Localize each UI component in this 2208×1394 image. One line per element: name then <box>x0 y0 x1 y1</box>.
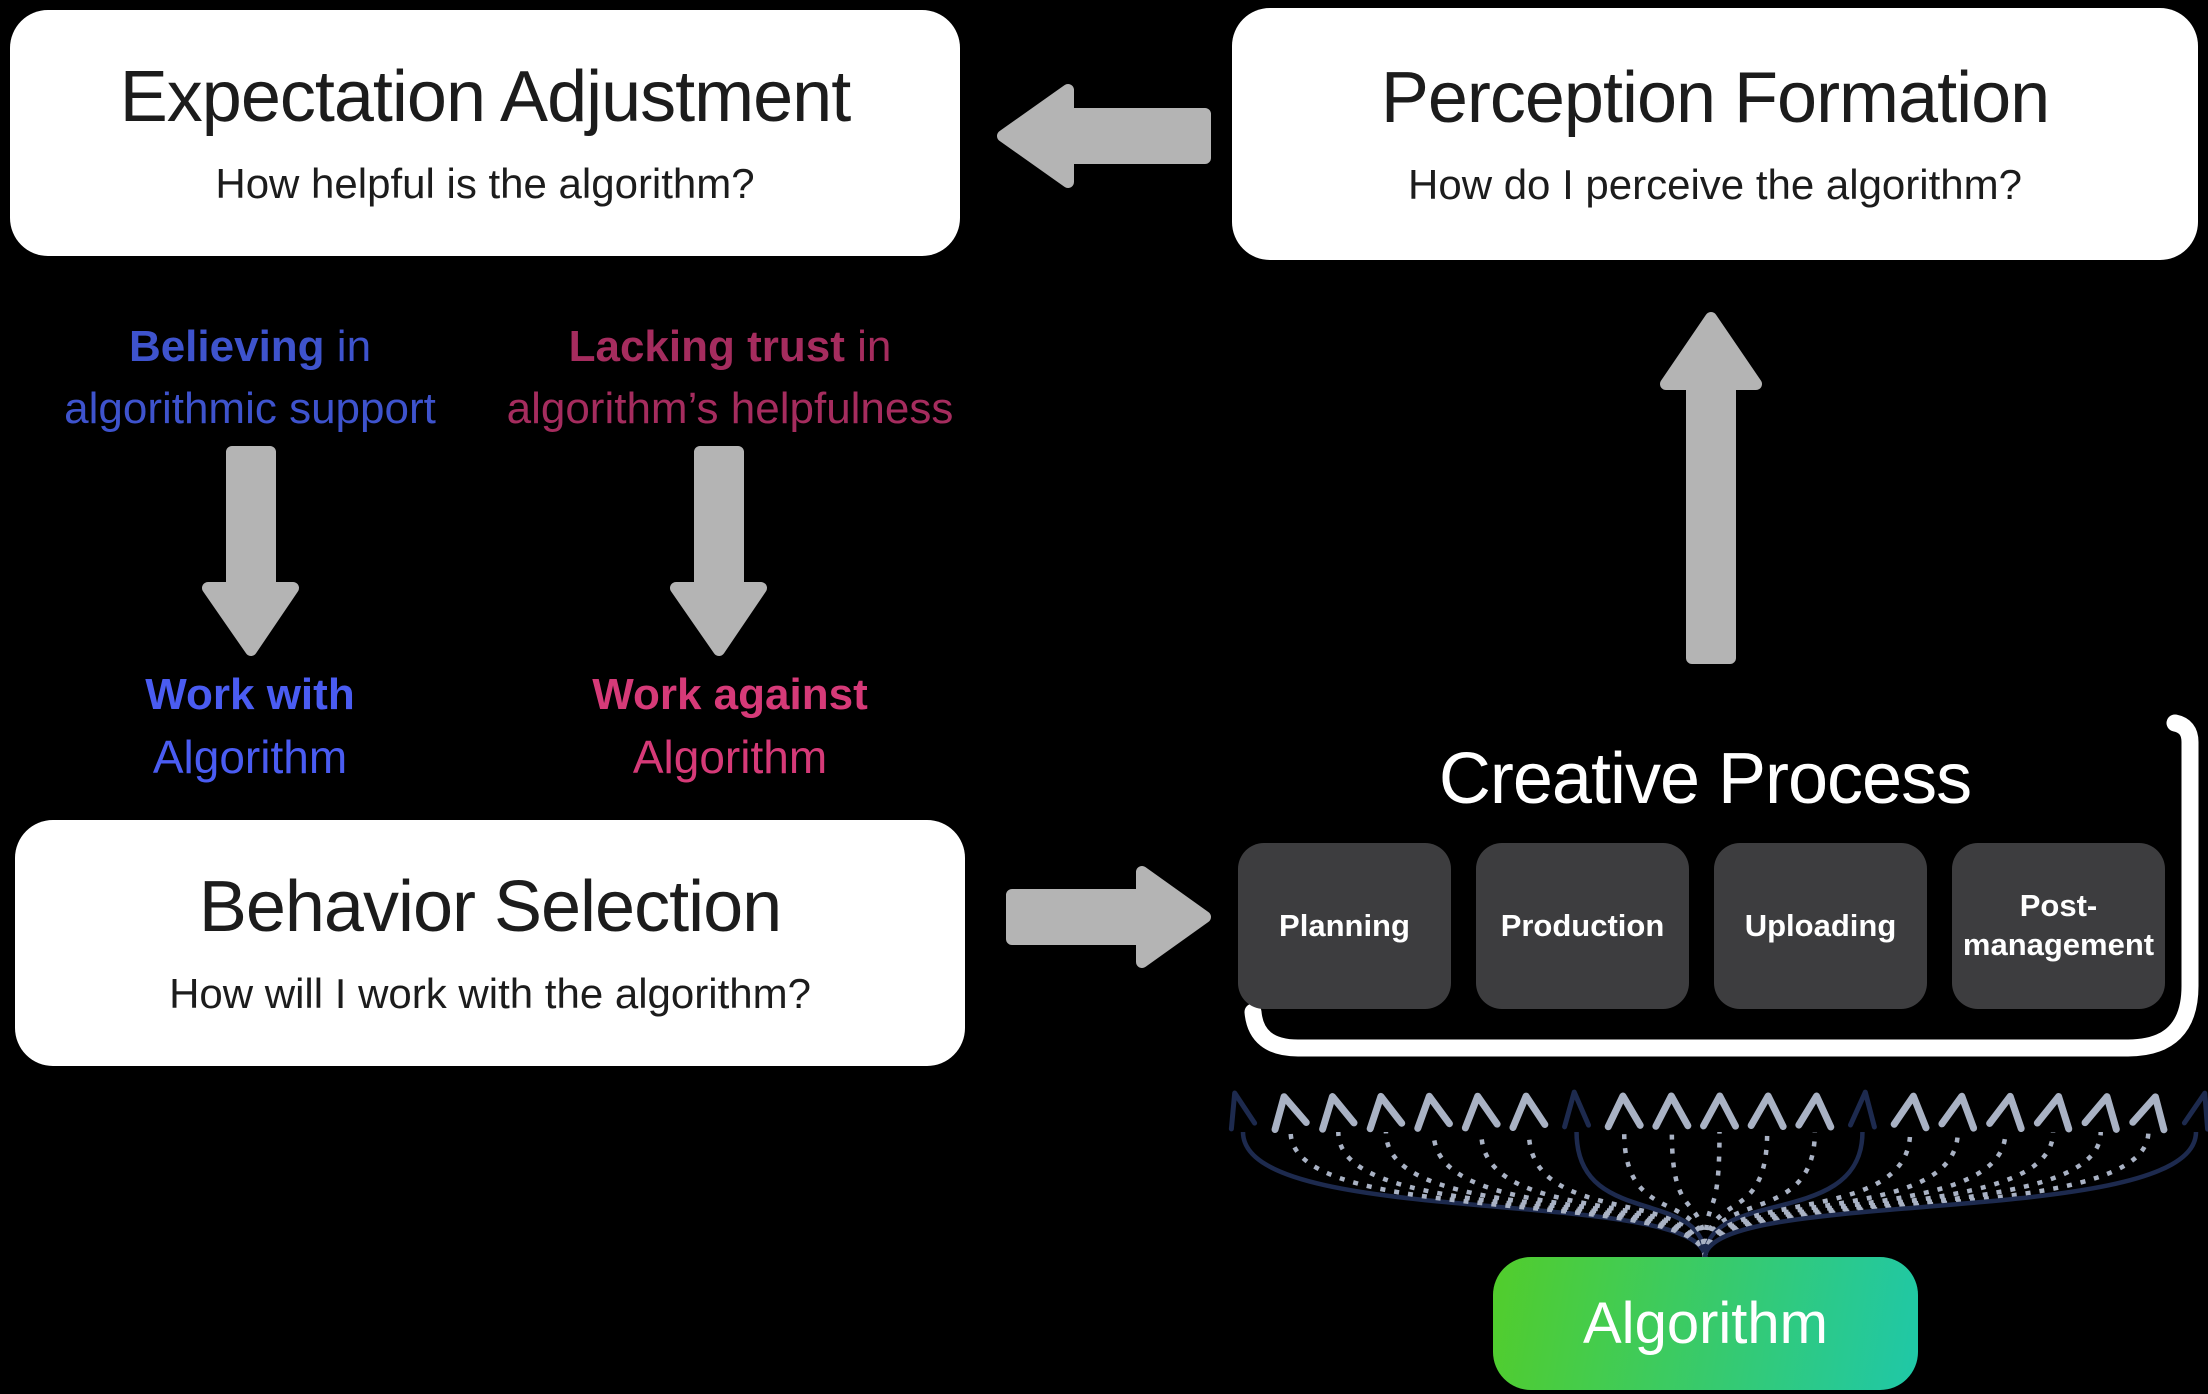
fan-arrowhead <box>1228 1090 1258 1132</box>
fan-arrowhead <box>1747 1092 1787 1131</box>
fan-arrowhead <box>2181 1090 2208 1132</box>
fan-arrowhead <box>1938 1092 1978 1132</box>
action-negative-label: Work against Algorithm <box>470 664 990 788</box>
perception-formation-title: Perception Formation <box>1380 58 2050 139</box>
behavior-selection-box: Behavior Selection How will I work with … <box>15 820 965 1066</box>
fan-arrowhead <box>1271 1093 1310 1134</box>
creative-process-title: Creative Process <box>1438 739 1972 819</box>
action-positive-label: Work with Algorithm <box>10 664 490 788</box>
behavior-selection-title: Behavior Selection <box>198 867 782 948</box>
behavior-selection-subtitle: How will I work with the algorithm? <box>169 969 811 1017</box>
fan-arrowhead <box>1461 1092 1501 1132</box>
fan-arrowhead <box>1562 1089 1592 1130</box>
arrow-belief-positive-down <box>202 446 299 656</box>
belief-negative-line1: Lacking trust in <box>568 322 892 371</box>
action-negative-line2: Algorithm <box>632 731 828 783</box>
expectation-adjustment-box: Expectation Adjustment How helpful is th… <box>10 10 960 256</box>
fan-arrowhead <box>1700 1092 1739 1130</box>
perception-formation-box: Perception Formation How do I perceive t… <box>1232 8 2198 260</box>
algorithm-influence-fan <box>1228 1089 2208 1259</box>
fan-arrowhead <box>1890 1092 1930 1132</box>
fan-arrowhead <box>1986 1092 2025 1133</box>
stage-planning: Planning <box>1238 843 1451 1009</box>
fan-arrowhead <box>2081 1093 2120 1133</box>
fan-arrowhead <box>2129 1093 2168 1134</box>
fan-arrowhead <box>1366 1092 1406 1133</box>
perception-formation-subtitle: How do I perceive the algorithm? <box>1408 160 2022 208</box>
arrow-belief-negative-down <box>670 446 767 656</box>
arrow-behavior-to-creative <box>1006 866 1211 968</box>
stage-production: Production <box>1476 843 1689 1009</box>
arrow-creative-to-perception <box>1660 312 1762 664</box>
algorithm-label: Algorithm <box>1583 1291 1828 1356</box>
fan-arrowhead <box>1795 1092 1835 1131</box>
expectation-adjustment-title: Expectation Adjustment <box>119 57 851 138</box>
fan-arrowhead <box>1509 1092 1549 1132</box>
fan-arrowhead <box>1652 1092 1692 1130</box>
belief-negative-label: Lacking trust in algorithm’s helpfulness <box>470 316 990 440</box>
expectation-adjustment-subtitle: How helpful is the algorithm? <box>215 159 755 207</box>
belief-positive-label: Believing in algorithmic support <box>10 316 490 440</box>
fan-arrowhead <box>1319 1093 1358 1133</box>
action-positive-line1: Work with <box>145 670 355 719</box>
creative-process-outline <box>1244 714 2199 1057</box>
stage-post-management: Post-management <box>1952 843 2165 1009</box>
fan-arrowhead <box>2033 1093 2073 1133</box>
algorithm-box: Algorithm <box>1493 1257 1918 1390</box>
arrow-perception-to-expectation <box>997 84 1211 188</box>
belief-positive-line2: algorithmic support <box>64 384 436 433</box>
belief-negative-line2: algorithm’s helpfulness <box>506 384 954 433</box>
stage-uploading: Uploading <box>1714 843 1927 1009</box>
fan-arrowhead <box>1604 1092 1644 1131</box>
fan-arrowhead <box>1847 1089 1877 1130</box>
action-negative-line1: Work against <box>592 670 868 719</box>
fan-arrowhead <box>1414 1092 1453 1132</box>
action-positive-line2: Algorithm <box>152 731 348 783</box>
belief-positive-line1: Believing in <box>128 322 372 371</box>
